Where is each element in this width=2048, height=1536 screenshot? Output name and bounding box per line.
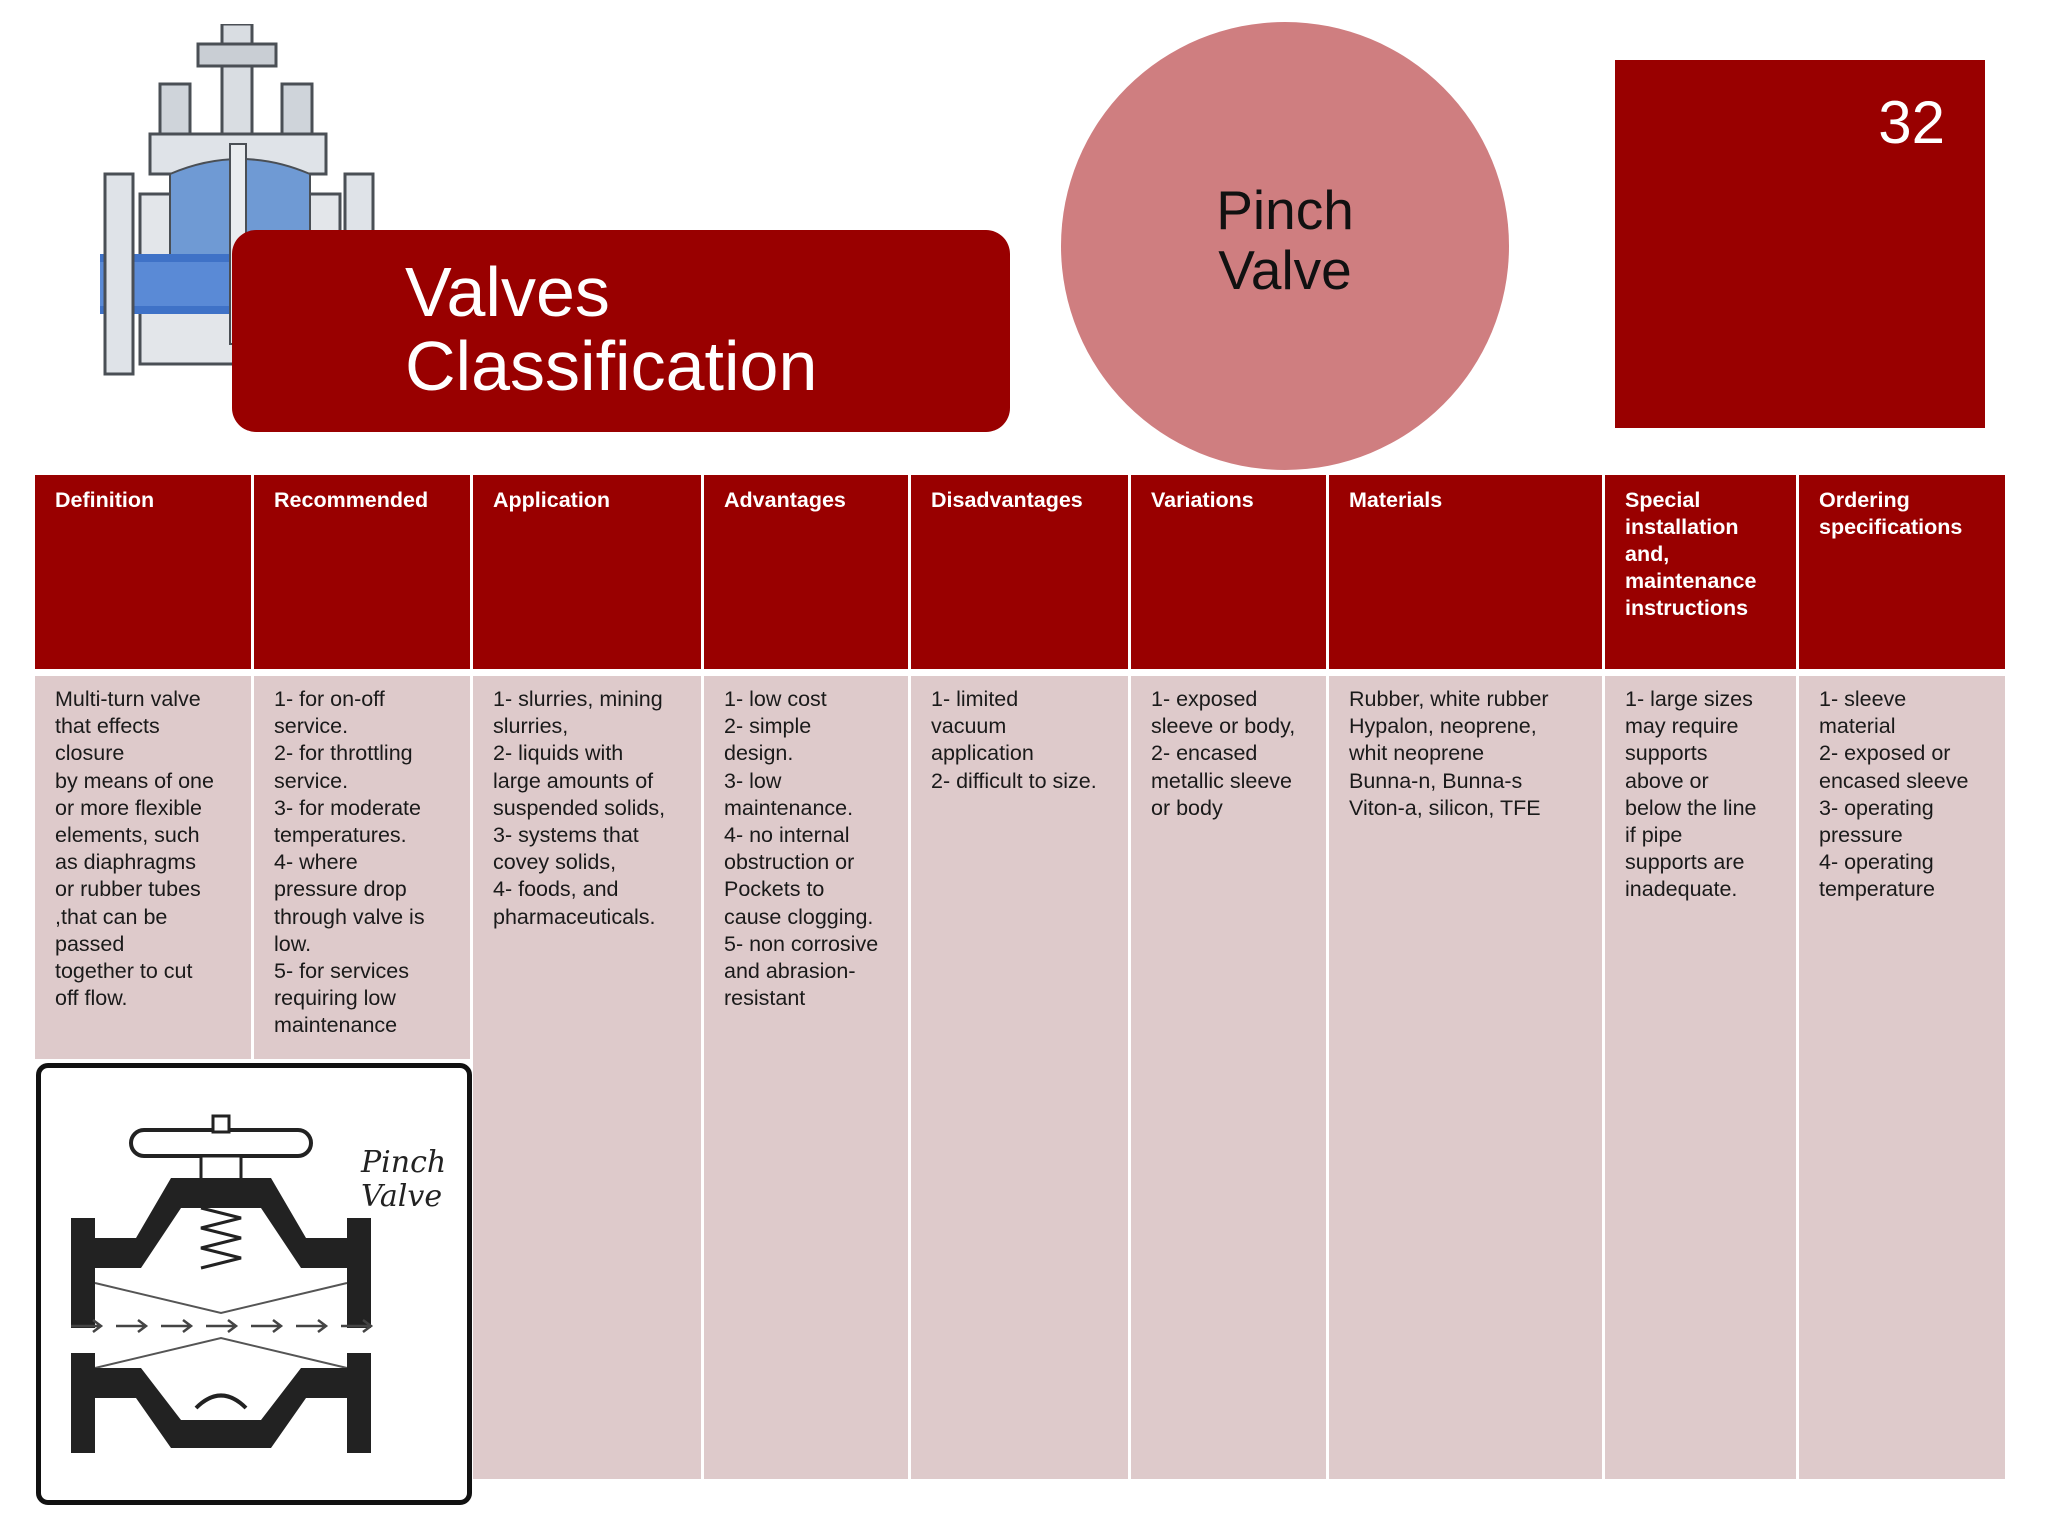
slide-title: Valves Classification (405, 253, 818, 405)
page-number: 32 (1878, 89, 1945, 156)
pinch-valve-diagram-icon (71, 1114, 374, 1453)
cell-definition: Multi-turn valve that effects closure by… (35, 676, 251, 1059)
header-application: Application (473, 475, 701, 669)
header-advantages: Advantages (704, 475, 908, 669)
cell-special-installation: 1- large sizes may require supports abov… (1605, 676, 1796, 1479)
cell-advantages: 1- low cost 2- simple design. 3- low mai… (704, 676, 908, 1479)
cell-recommended: 1- for on-off service. 2- for throttling… (254, 676, 470, 1059)
cell-variations: 1- exposed sleeve or body, 2- encased me… (1131, 676, 1326, 1479)
pinch-valve-figure: Pinch Valve (36, 1063, 472, 1505)
header-disadvantages: Disadvantages (911, 475, 1128, 669)
header-recommended: Recommended (254, 475, 470, 669)
cell-ordering-specifications: 1- sleeve material 2- exposed or encased… (1799, 676, 2005, 1479)
title-banner (232, 230, 1010, 432)
page-number-box: 32 (1615, 60, 1985, 428)
header-ordering-specifications: Ordering specifications (1799, 475, 2005, 669)
cell-disadvantages: 1- limited vacuum application 2- difficu… (911, 676, 1128, 1479)
subject-label: Pinch Valve (1216, 179, 1354, 301)
cell-application: 1- slurries, mining slurries, 2- liquids… (473, 676, 701, 1479)
header-definition: Definition (35, 475, 251, 669)
header-variations: Variations (1131, 475, 1326, 669)
cell-materials: Rubber, white rubber Hypalon, neoprene, … (1329, 676, 1602, 1479)
header-materials: Materials (1329, 475, 1602, 669)
header-special-installation: Special installation and, maintenance in… (1605, 475, 1796, 669)
pinch-valve-figure-label: Pinch Valve (361, 1145, 447, 1214)
subject-circle (1061, 22, 1509, 470)
